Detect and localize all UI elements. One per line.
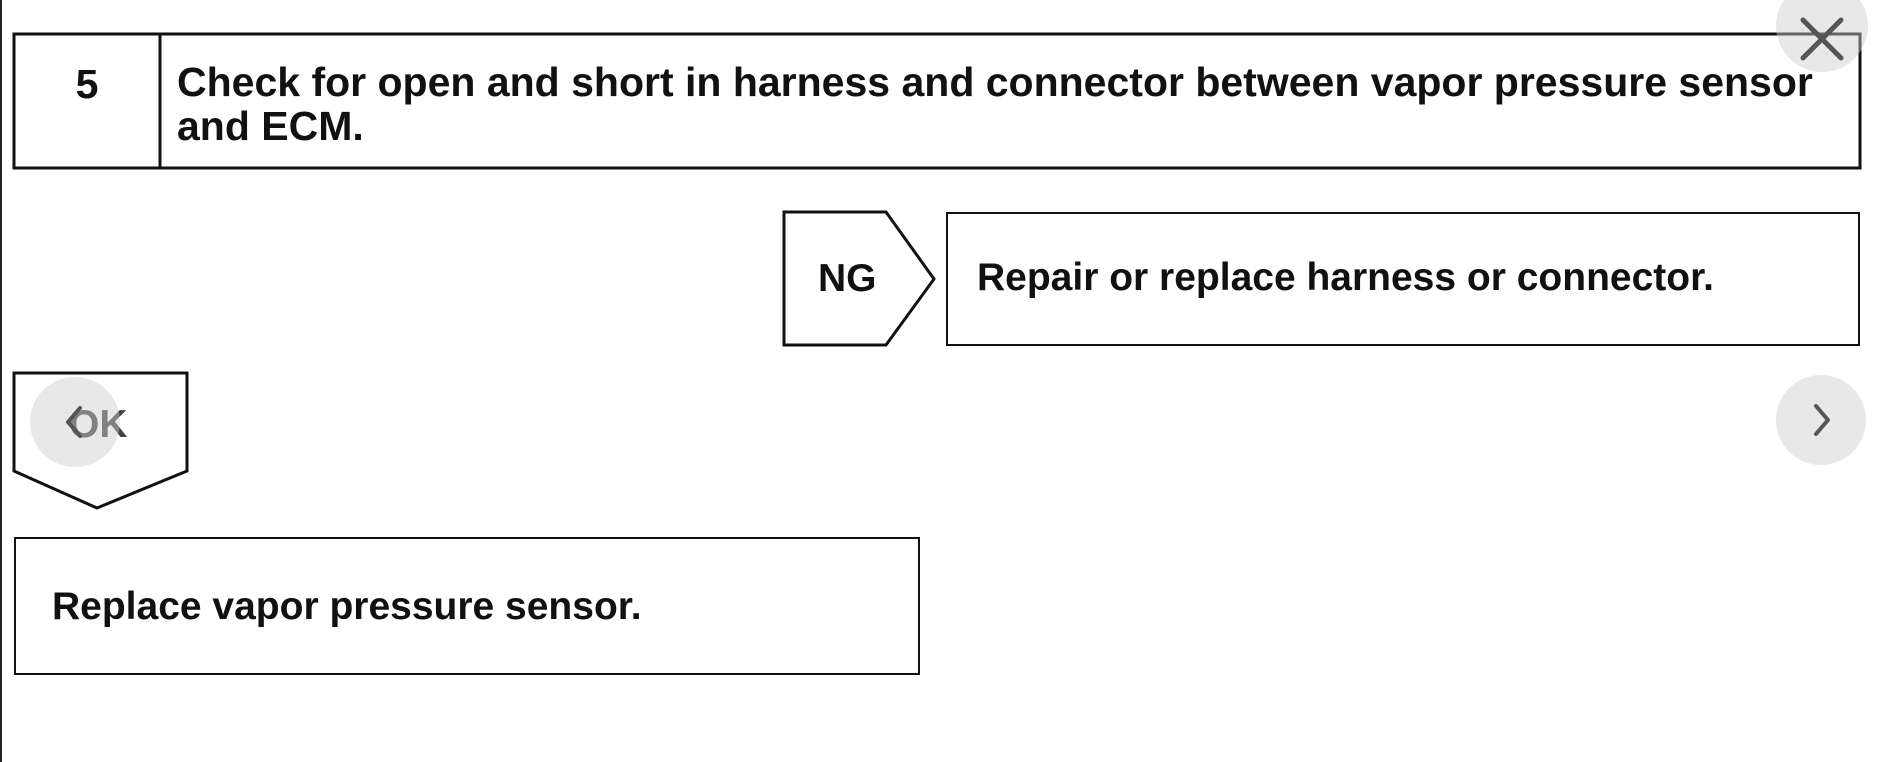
step-title: Check for open and short in harness and … [177, 59, 1813, 149]
step-header-box [12, 32, 1862, 170]
ng-arrow-tag [782, 210, 936, 347]
next-page-button[interactable] [1776, 375, 1866, 465]
chevron-right-icon [1814, 404, 1830, 436]
close-button[interactable] [1776, 0, 1868, 72]
ng-action-text: Repair or replace harness or connector. [977, 256, 1714, 299]
close-icon [1800, 17, 1844, 61]
ok-arrow-tag [12, 371, 189, 510]
previous-page-button[interactable] [30, 377, 120, 467]
ok-action-box [14, 537, 920, 675]
step-number: 5 [75, 61, 99, 107]
ng-label: NG [818, 257, 877, 300]
ng-action-box [946, 212, 1860, 346]
chevron-left-icon [66, 406, 82, 438]
ok-action-text: Replace vapor pressure sensor. [52, 585, 642, 628]
viewer-left-border [0, 0, 2, 762]
